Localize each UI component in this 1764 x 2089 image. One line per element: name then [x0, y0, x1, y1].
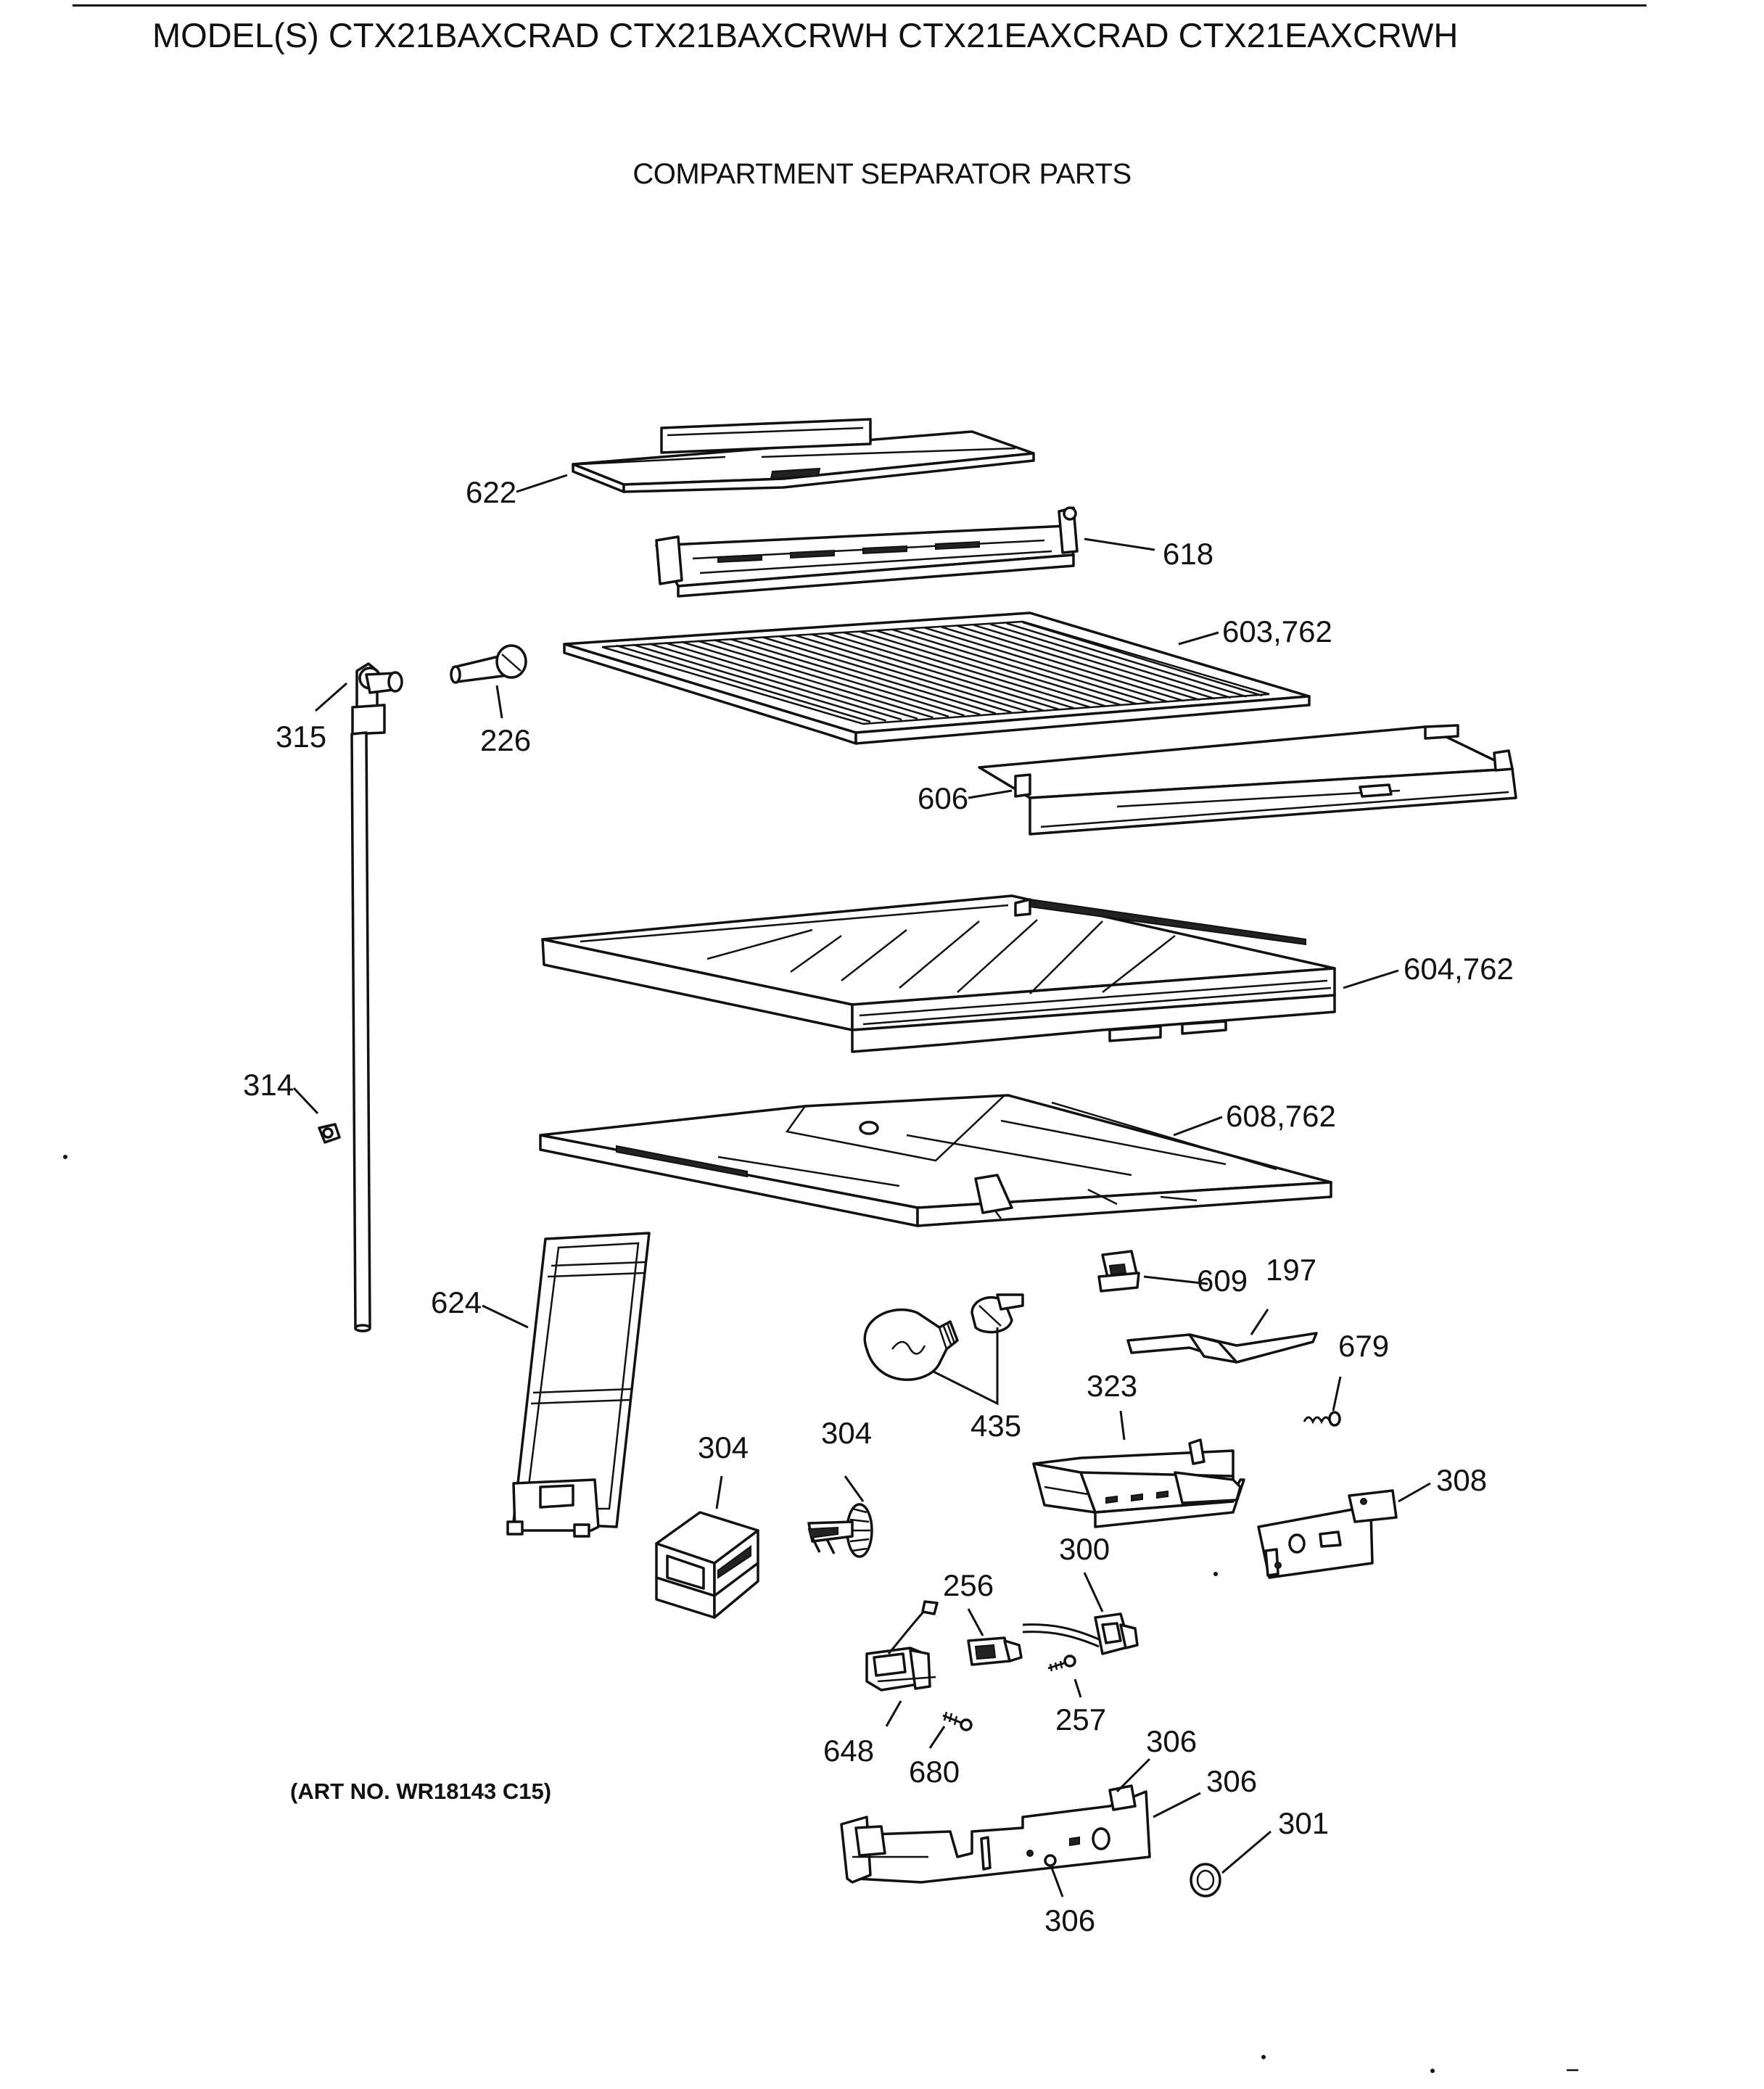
grill-rib — [746, 637, 997, 714]
grill-rib — [811, 633, 1059, 710]
scan-marks — [63, 1155, 1578, 2073]
part-226-pin — [450, 644, 527, 684]
part-608-separator-bottom — [539, 1094, 1332, 1227]
part-304-control-housing — [655, 1511, 759, 1619]
grill-rib — [730, 638, 981, 716]
grill-rib — [989, 623, 1232, 699]
grill-rib — [844, 631, 1090, 708]
grill-rib — [925, 627, 1169, 703]
label-624: 624 — [431, 1285, 482, 1319]
label-315: 315 — [276, 720, 326, 754]
grill-rib — [1022, 621, 1263, 697]
label-608: 608,762 — [1226, 1099, 1336, 1133]
label-680: 680 — [909, 1755, 960, 1789]
label-256: 256 — [943, 1568, 994, 1602]
art-number: (ART NO. WR18143 C15) — [290, 1779, 552, 1804]
grill-rib — [892, 629, 1137, 705]
part-315-bracket — [351, 662, 403, 736]
top-rule — [73, 4, 1646, 7]
label-257: 257 — [1055, 1702, 1106, 1736]
grill-rib — [778, 635, 1028, 712]
model-list-title: MODEL(S) CTX21BAXCRAD CTX21BAXCRWH CTX21… — [152, 16, 1459, 54]
label-306-right: 306 — [1206, 1764, 1257, 1798]
part-197-cable — [1126, 1332, 1318, 1364]
grill-rib — [616, 644, 871, 723]
grill-rib — [664, 642, 918, 720]
grill-rib — [697, 640, 949, 717]
part-604-separator — [541, 894, 1336, 1053]
part-257-screw — [1047, 1655, 1076, 1672]
part-606-trim — [978, 724, 1517, 836]
part-609-socket — [1097, 1250, 1140, 1293]
label-300: 300 — [1059, 1532, 1110, 1566]
section-subtitle: COMPARTMENT SEPARATOR PARTS — [632, 158, 1132, 190]
label-622: 622 — [466, 475, 516, 509]
label-197: 197 — [1266, 1253, 1316, 1287]
label-679: 679 — [1338, 1329, 1389, 1363]
part-618-rail — [655, 506, 1079, 598]
part-624-panel — [506, 1232, 651, 1538]
grill-rib — [941, 626, 1184, 702]
part-323-housing — [1032, 1438, 1245, 1528]
part-308-bracket — [1257, 1489, 1398, 1579]
label-603: 603,762 — [1222, 614, 1332, 648]
part-648-switch — [865, 1600, 939, 1692]
label-308: 308 — [1436, 1463, 1487, 1497]
part-304-thermostat — [807, 1503, 873, 1558]
part-679-spring — [1303, 1411, 1341, 1427]
part-314-rod — [350, 731, 371, 1332]
grill-rib — [827, 633, 1075, 709]
grill-rib — [876, 630, 1121, 706]
label-648: 648 — [823, 1734, 874, 1768]
callout-labels: 622 618 603,762 315 226 606 604,762 314 … — [243, 475, 1514, 1937]
leader-lines — [292, 474, 1431, 1898]
part-680-screw — [942, 1711, 973, 1731]
label-618: 618 — [1163, 537, 1213, 571]
label-304-thermostat: 304 — [821, 1416, 872, 1450]
label-301: 301 — [1278, 1806, 1329, 1840]
label-323: 323 — [1087, 1369, 1137, 1403]
label-226: 226 — [480, 723, 531, 757]
grill-rib — [632, 643, 886, 722]
part-306-bracket — [840, 1784, 1151, 1884]
label-435: 435 — [970, 1409, 1021, 1443]
part-603-grill-shelf — [563, 611, 1311, 745]
grill-rib — [1006, 622, 1247, 698]
label-314: 314 — [243, 1068, 294, 1102]
grill-rib — [973, 624, 1216, 700]
label-304-housing: 304 — [698, 1430, 749, 1464]
part-300-switch — [1022, 1612, 1139, 1655]
label-306-top: 306 — [1146, 1724, 1197, 1758]
label-306-bottom: 306 — [1044, 1903, 1095, 1937]
grill-rib — [762, 636, 1012, 714]
label-606: 606 — [918, 781, 968, 815]
grill-rib — [860, 630, 1106, 707]
part-301-knob — [1190, 1863, 1221, 1898]
grill-rib — [714, 639, 965, 717]
label-609: 609 — [1197, 1264, 1248, 1298]
grill-rib — [908, 627, 1153, 704]
part-314-clip — [318, 1123, 341, 1144]
part-435-socket — [970, 1293, 1024, 1334]
grill-rib — [795, 634, 1043, 712]
grill-rib — [681, 640, 933, 719]
label-604: 604,762 — [1404, 952, 1514, 986]
grill-rib — [957, 625, 1200, 701]
part-435-bulb — [863, 1308, 959, 1381]
part-622-cover — [572, 418, 1035, 493]
part-256-switch — [967, 1636, 1023, 1666]
grill-rib — [648, 643, 902, 721]
